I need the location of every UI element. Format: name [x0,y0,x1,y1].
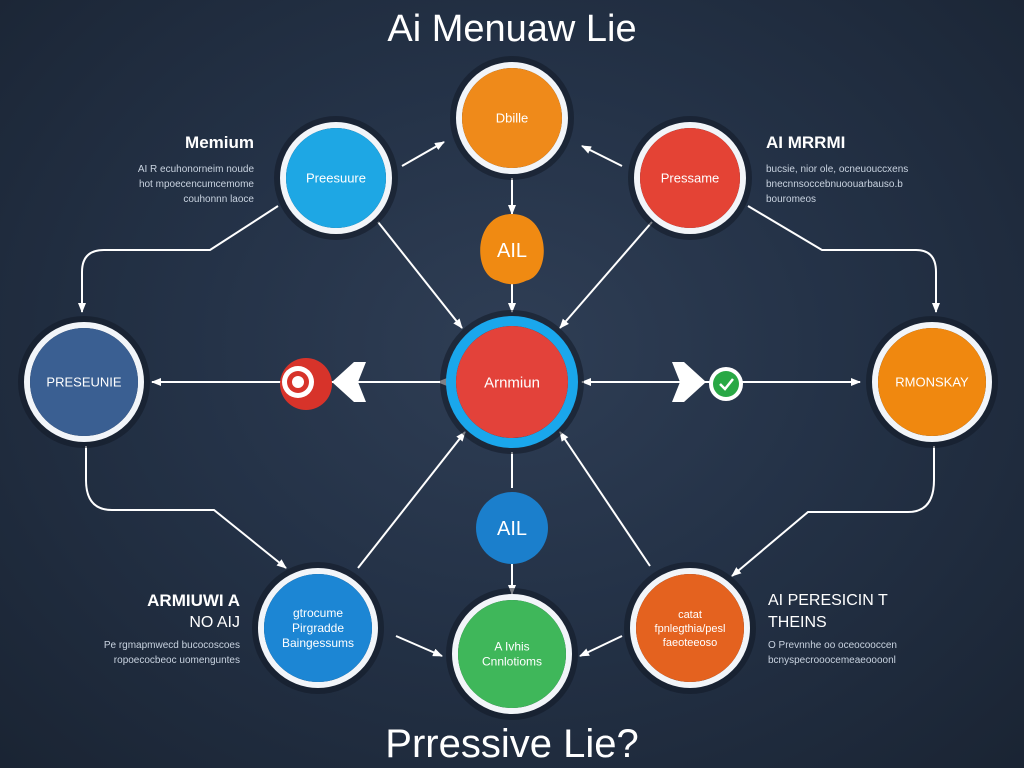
node-top-label-1: Dbille [496,111,529,126]
note-bottom-left-subheading: NO AIJ [189,614,240,631]
connector-lines [78,141,940,657]
note-bottom-right: AI PERESICIN T THEINS O Prevnnhe oo oceo… [768,590,928,668]
node-center-fill [456,326,568,438]
connector-lower-right-to-bottom [579,635,623,657]
note-top-right: AI MRRMI bucsie, nior ole, ocneuouccxens… [766,132,936,207]
note-top-left: Memium AI R ecuhonorneim noude hot mpoec… [98,132,254,207]
node-lower-right: catat fpnlegthia/pesl faeoteeoso [624,562,756,694]
note-bottom-left-heading: ARMIUWI A [147,591,240,610]
axis-chevrons [332,362,706,402]
target-icon [280,358,332,410]
note-top-right-line-2: bnecnnsoccebnuoouarbauso.b [766,179,903,190]
node-center-label-1: Arnmiun [484,374,540,391]
node-top-fill [462,68,562,168]
note-bottom-left: ARMIUWI A NO AIJ Pe rgmapmwecd bucocosco… [86,590,240,668]
connector-upper-right-to-top [581,145,623,167]
note-top-right-line-1: bucsie, nior ole, ocneuouccxens [766,164,909,175]
note-top-left-heading: Memium [185,133,254,152]
node-upper-left: Preesuure [274,116,398,240]
node-lower-right-label-2: fpnlegthia/pesl [655,623,726,635]
node-ail-bottom-label-1: AIL [497,518,527,540]
node-right-label-1: RMONSKAY [895,375,969,390]
node-lower-right-label-3: faeoteeoso [663,637,717,649]
connector-upper-left-to-top [401,141,445,167]
connector-upper-left-to-center [377,221,463,329]
node-lower-left-fill [264,574,372,682]
node-lower-left-label-1: gtrocume [293,606,343,620]
note-bottom-right-line-1: O Prevnnhe oo oceocooccen [768,640,897,651]
note-top-left-line-2: hot mpoecencumcemome [138,179,254,190]
diagram-title: Ai Menuaw Lie [387,8,637,50]
connector-outer-lower-right [731,446,935,577]
node-upper-left-fill [286,128,386,228]
note-top-right-line-3: bouromeos [766,194,817,205]
connector-outer-lower-left [85,446,287,569]
note-bottom-left-line-1: Pe rgmapmwecd bucocoscoes [103,640,240,651]
connector-upper-right-to-center [559,221,653,329]
connector-outer-upper-right [747,205,940,313]
note-bottom-right-subheading: THEINS [768,614,827,631]
node-top-ring [456,62,568,174]
node-ail-top-label-1: AIL [497,240,527,262]
node-bottom-ring [452,594,572,714]
node-left-fill [30,328,138,436]
note-bottom-right-line-2: bcnyspecrooocemeaeoooonl [768,655,896,666]
connector-lower-left-to-bottom [395,635,443,657]
node-ail-bottom: AIL [476,492,548,564]
node-bottom-label-1: A Ivhis [494,640,529,654]
node-lower-right-fill [636,574,744,682]
node-left-ring [24,322,144,442]
note-bottom-right-heading: AI PERESICIN T [768,592,888,609]
node-right-ring [872,322,992,442]
node-ail-top: AIL [480,214,544,285]
connector-lower-right-to-center [559,431,651,567]
node-center: Arnmiun [440,310,584,454]
node-upper-right-fill [640,128,740,228]
node-right: RMONSKAY [866,316,998,448]
node-top: Dbille [450,56,574,180]
node-upper-left-label-1: Preesuure [306,171,366,186]
node-lower-left-ring [258,568,378,688]
node-upper-right-label-1: Pressame [661,171,720,186]
note-bottom-left-line-2: ropoecocbeoc uomenguntes [113,655,240,666]
node-right-fill [878,328,986,436]
diagram-footer-title: Prressive Lie? [385,722,639,766]
note-top-right-heading: AI MRRMI [766,133,846,152]
node-ail-bottom-fill [476,492,548,564]
right-chevron-icon [672,362,706,402]
node-left-label-1: PRESEUNIE [46,375,121,390]
connector-outer-upper-left [78,205,279,313]
node-center-ring [446,316,578,448]
node-lower-right-ring [630,568,750,688]
node-bottom-fill [458,600,566,708]
node-lower-left-label-2: Pirgradde [292,621,344,635]
node-upper-right-ring [634,122,746,234]
connector-lower-left-to-center [357,431,466,569]
left-chevron-icon [332,362,366,402]
check-circle-icon [709,367,743,401]
node-lower-left-label-3: Baingessums [282,636,354,650]
note-top-left-line-1: AI R ecuhonorneim noude [137,164,254,175]
node-bottom-label-2: Cnnlotioms [482,655,542,669]
note-top-left-line-3: couhonnn laoce [183,194,254,205]
node-upper-right: Pressame [628,116,752,240]
node-upper-left-ring [280,122,392,234]
node-left: PRESEUNIE [18,316,150,448]
node-ail-top-fill [480,214,544,285]
node-lower-right-label-1: catat [678,609,702,621]
